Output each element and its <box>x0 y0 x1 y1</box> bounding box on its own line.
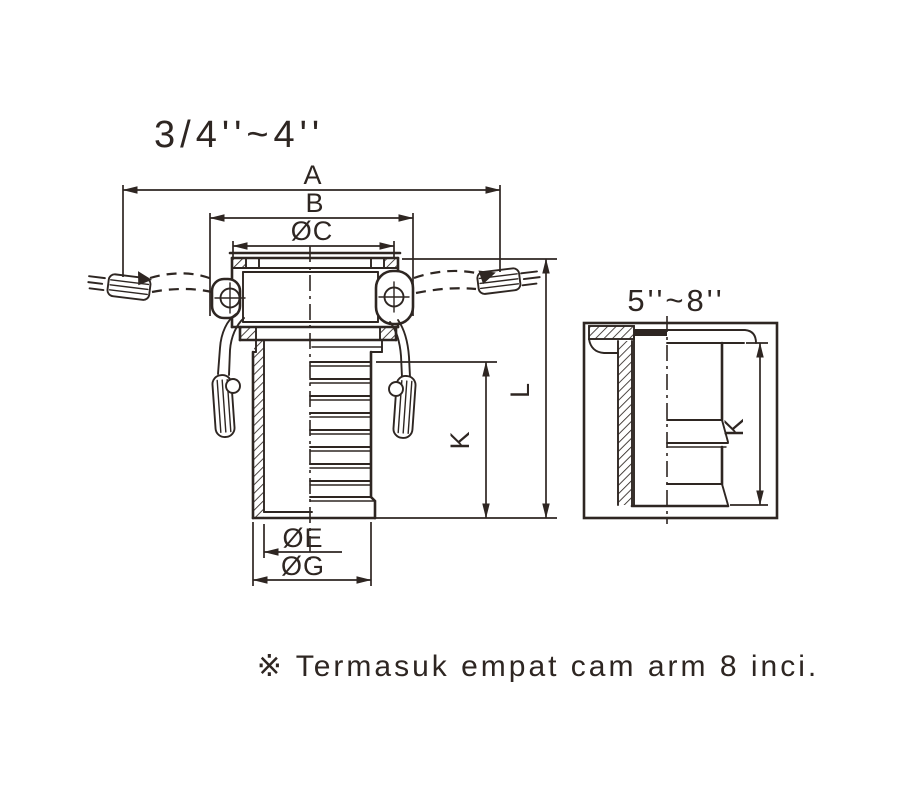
dim-label-b: B <box>305 188 324 218</box>
phantom-arm-right <box>413 267 541 295</box>
phantom-arm-left <box>87 271 215 301</box>
coupler-body <box>228 251 402 342</box>
side-view: 5''~8'' <box>582 283 779 524</box>
side-view-outline <box>582 321 779 520</box>
side-shank-section <box>588 325 757 508</box>
dim-label-g: ØG <box>281 551 325 581</box>
dim-b: B <box>209 188 414 316</box>
dim-g: ØG <box>252 522 372 586</box>
main-view-title: 3/4''~4'' <box>154 114 324 156</box>
dim-label-c: ØC <box>291 216 334 246</box>
note-text: ※ Termasuk empat cam arm 8 inci. <box>257 650 819 683</box>
dim-e: ØE <box>263 523 342 558</box>
cam-pin-left <box>214 282 246 314</box>
side-dim-k: K <box>719 342 768 506</box>
dim-label-l: L <box>505 382 535 398</box>
cam-arm-left <box>210 277 245 438</box>
hose-barbs <box>309 361 376 502</box>
side-dim-label-k: K <box>719 417 749 436</box>
hose-shank <box>251 246 383 562</box>
dim-a: A <box>122 160 501 277</box>
dim-l: L <box>375 258 557 519</box>
dim-label-e: ØE <box>282 523 323 553</box>
dim-c: ØC <box>232 216 395 257</box>
dim-k: K <box>376 361 497 519</box>
main-view: 3/4''~4'' <box>87 114 557 586</box>
dim-label-k: K <box>445 430 475 449</box>
dim-label-a: A <box>303 160 322 190</box>
cam-pin-right <box>378 281 410 313</box>
side-view-title: 5''~8'' <box>627 283 724 318</box>
